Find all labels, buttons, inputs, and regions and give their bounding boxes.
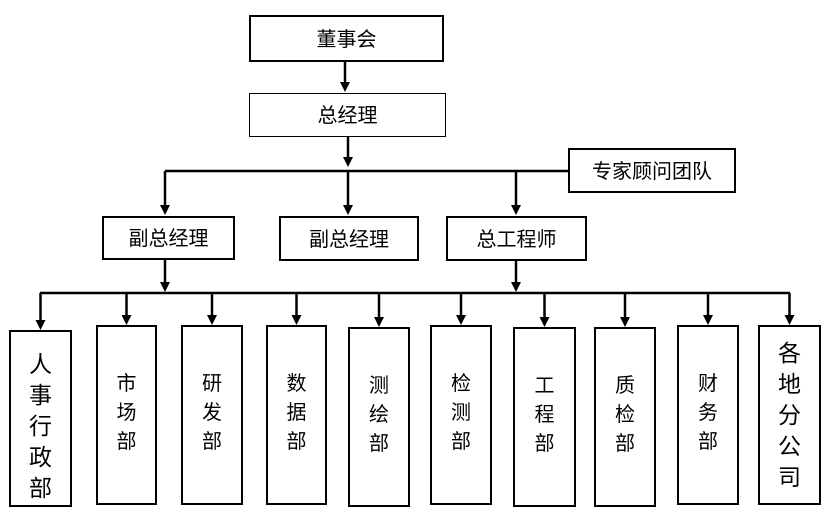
department-label: 财务部	[698, 371, 718, 453]
department-label: 检测部	[451, 371, 471, 453]
department-label: 研发部	[202, 371, 222, 453]
chief-engineer-label: 总工程师	[476, 226, 557, 251]
board-box: 董事会	[249, 15, 444, 62]
department-box: 人事行政部	[9, 330, 72, 507]
deputy-gm-box-2: 副总经理	[279, 216, 419, 261]
department-box: 质检部	[594, 327, 656, 507]
department-label: 工程部	[534, 373, 555, 455]
general-manager-box: 总经理	[249, 93, 446, 137]
department-box: 检测部	[430, 325, 492, 505]
department-label: 质检部	[615, 373, 635, 455]
department-box: 工程部	[513, 327, 576, 507]
general-manager-label: 总经理	[317, 103, 378, 127]
department-label: 数据部	[286, 371, 307, 453]
deputy-gm-box-1: 副总经理	[102, 216, 235, 260]
deputy-gm-label-1: 副总经理	[128, 226, 209, 250]
department-label: 人事行政部	[29, 352, 52, 502]
department-label: 市场部	[116, 371, 137, 453]
department-label: 测绘部	[369, 373, 389, 455]
department-box: 各地分公司	[758, 325, 821, 505]
department-box: 数据部	[266, 325, 327, 505]
department-label: 各地分公司	[778, 341, 801, 491]
expert-advisors-box: 专家顾问团队	[568, 148, 736, 193]
chief-engineer-box: 总工程师	[446, 216, 587, 261]
department-box: 研发部	[181, 325, 243, 505]
department-box: 财务部	[677, 325, 739, 505]
deputy-gm-label-2: 副总经理	[309, 226, 389, 251]
department-box: 市场部	[96, 325, 157, 505]
board-label: 董事会	[316, 26, 377, 51]
expert-advisors-label: 专家顾问团队	[592, 158, 712, 183]
department-box: 测绘部	[348, 327, 410, 507]
